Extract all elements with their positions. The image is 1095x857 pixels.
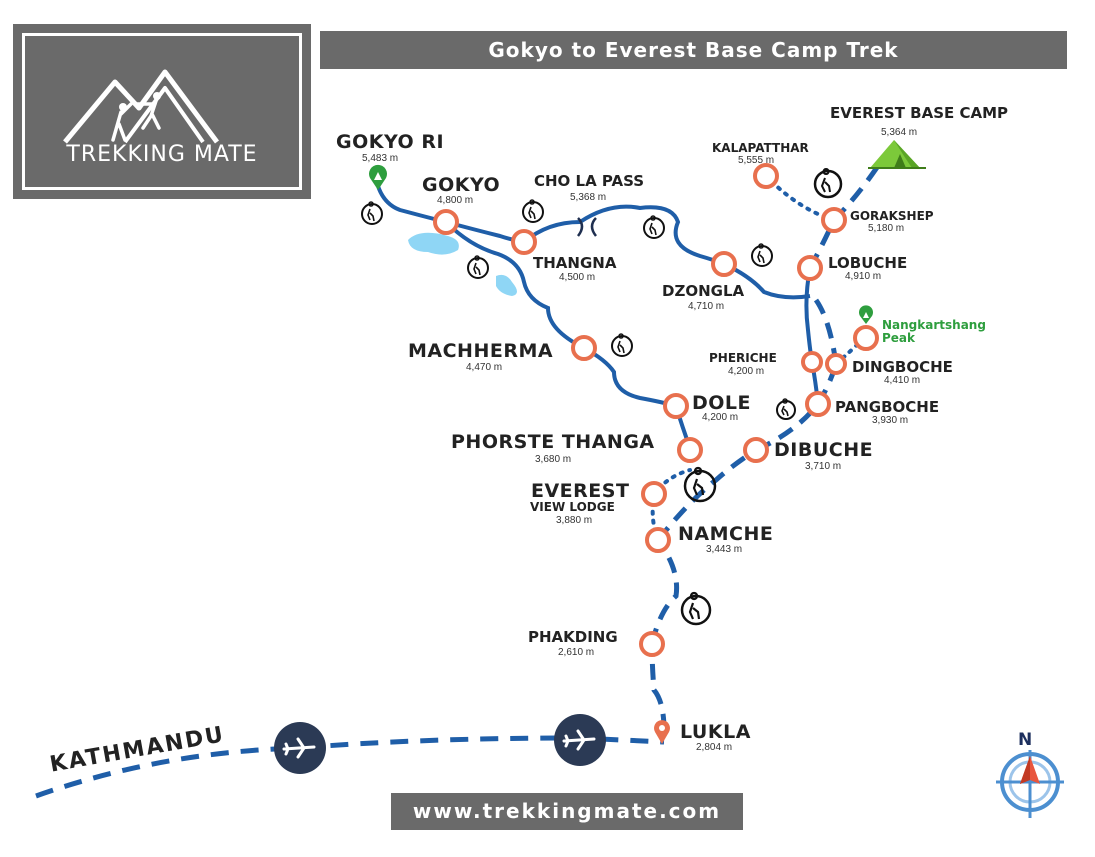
stop-dzongla: [711, 251, 737, 277]
stop-gorakshep: [821, 207, 847, 233]
alt-pangboche: 3,930 m: [872, 415, 909, 426]
alt-lobuche: 4,910 m: [845, 271, 882, 282]
stop-everest-view-lodge: [641, 481, 667, 507]
stop-gokyo: [433, 209, 459, 235]
label-gorakshep: GORAKSHEP: [850, 209, 934, 223]
label-thangna: THANGNA: [533, 254, 617, 272]
label-phakding: PHAKDING: [528, 628, 618, 646]
alt-everest-base-camp: 5,364 m: [881, 127, 918, 138]
stop-dingboche: [825, 353, 847, 375]
stop-kalapatthar: [753, 163, 779, 189]
alt-thangna: 4,500 m: [559, 272, 596, 283]
stop-phakding: [639, 631, 665, 657]
alt-gorakshep: 5,180 m: [868, 223, 905, 234]
label-everest-view-lodge-line1: EVEREST: [531, 480, 630, 502]
label-pheriche: PHERICHE: [709, 351, 777, 365]
trekking-mate-logo: TREKKING MATE: [13, 24, 311, 199]
alt-phakding: 2,610 m: [558, 647, 595, 658]
peak-pin-icon: [369, 164, 387, 190]
label-namche: NAMCHE: [678, 523, 774, 545]
label-kalapatthar: KALAPATTHAR: [712, 141, 809, 155]
label-everest-base-camp: EVEREST BASE CAMP: [830, 104, 1009, 122]
hiker-icon: [611, 335, 633, 357]
route-phakding-to-namche: [649, 538, 680, 645]
flight-icon: [274, 722, 326, 774]
pass-marker: [576, 217, 598, 237]
label-machherma: MACHHERMA: [408, 340, 554, 362]
route-namche-to-dibuche: [656, 447, 758, 542]
alt-gokyo-ri: 5,483 m: [362, 153, 399, 164]
route-machherma-to-dole: [583, 346, 677, 408]
stop-dole: [663, 393, 689, 419]
stop-pangboche: [805, 391, 831, 417]
website-link[interactable]: www.trekkingmate.com: [391, 793, 743, 830]
label-cho-la-pass: CHO LA PASS: [534, 172, 645, 190]
alt-phorste-thanga: 3,680 m: [535, 454, 572, 465]
alt-namche: 3,443 m: [706, 544, 743, 555]
stop-dibuche: [743, 437, 769, 463]
page-title: Gokyo to Everest Base Camp Trek: [320, 31, 1067, 69]
alt-cho-la-pass: 5,368 m: [570, 192, 607, 203]
alt-lukla: 2,804 m: [696, 742, 733, 753]
stop-lobuche: [797, 255, 823, 281]
route-thangna-to-dzongla: [522, 204, 725, 266]
alt-gokyo: 4,800 m: [437, 195, 474, 206]
alt-dole: 4,200 m: [702, 412, 739, 423]
nangkartshang-pin-icon: [859, 305, 873, 324]
alt-pheriche: 4,200 m: [728, 366, 765, 377]
label-gokyo-ri: GOKYO RI: [336, 131, 445, 153]
hiker-icon: [467, 257, 489, 279]
mountain-hikers-icon: [63, 69, 220, 144]
small-lake: [496, 274, 517, 296]
alt-dibuche: 3,710 m: [805, 461, 842, 472]
logo-brand-text: TREKKING MATE: [66, 142, 258, 167]
hiker-icon: [643, 217, 665, 239]
label-gokyo: GOKYO: [422, 174, 501, 196]
label-lobuche: LOBUCHE: [828, 254, 908, 272]
stop-machherma: [571, 335, 597, 361]
label-lukla: LUKLA: [680, 721, 751, 743]
flight-icon: [554, 714, 606, 766]
compass-north-label: N: [1018, 730, 1033, 750]
label-nangkartshang-line1: Nangkartshang: [882, 318, 986, 332]
alt-machherma: 4,470 m: [466, 362, 503, 373]
stop-thangna: [511, 229, 537, 255]
label-everest-view-lodge-line2: VIEW LODGE: [530, 500, 615, 514]
hiker-icon: [751, 245, 773, 267]
base-camp-tent-icon: [868, 140, 926, 169]
label-nangkartshang-line2: Peak: [882, 331, 916, 345]
alt-everest-view-lodge: 3,880 m: [556, 515, 593, 526]
alt-dzongla: 4,710 m: [688, 301, 725, 312]
label-dingboche: DINGBOCHE: [852, 358, 953, 376]
alt-kalapatthar: 5,555 m: [738, 155, 775, 166]
hiker-icon: [522, 201, 544, 223]
hiker-icon: [776, 400, 796, 420]
label-dzongla: DZONGLA: [662, 282, 745, 300]
stop-nangkartshang: [853, 325, 879, 351]
gokyo-lake: [408, 232, 459, 255]
route-lukla-to-phakding: [649, 643, 667, 731]
stop-namche: [645, 527, 671, 553]
stop-phorste-thanga: [677, 437, 703, 463]
lukla-location-pin-icon: [654, 720, 670, 744]
alt-dingboche: 4,410 m: [884, 375, 921, 386]
route-lobuche-to-pangboche: [804, 267, 820, 405]
route-dzongla-to-lobuche: [723, 262, 811, 300]
label-phorste-thanga: PHORSTE THANGA: [451, 431, 655, 453]
label-dibuche: DIBUCHE: [774, 439, 874, 461]
stop-pheriche: [801, 351, 823, 373]
route-gokyo-to-machherma: [444, 220, 585, 350]
compass-icon: [996, 750, 1064, 818]
label-dole: DOLE: [692, 392, 752, 414]
hiker-icon: [361, 203, 383, 225]
logo-frame: [22, 33, 302, 190]
label-pangboche: PANGBOCHE: [835, 398, 940, 416]
